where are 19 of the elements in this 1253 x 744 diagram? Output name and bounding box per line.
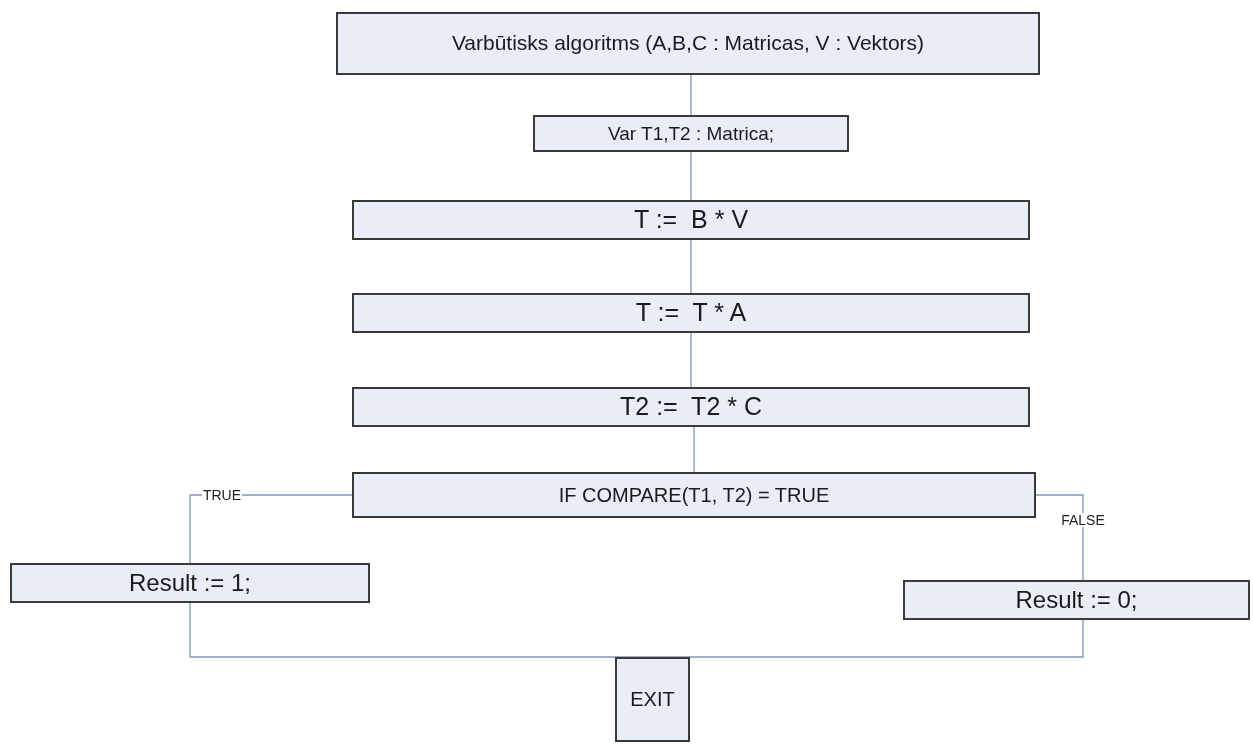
process-box: EXIT	[615, 657, 690, 742]
connector-line	[690, 151, 692, 201]
process-box: IF COMPARE(T1, T2) = TRUE	[352, 472, 1036, 518]
connector-line	[651, 619, 1084, 658]
edge-label: TRUE	[201, 488, 243, 502]
connector-line	[690, 332, 692, 388]
edge-label: FALSE	[1060, 513, 1106, 527]
process-box: T := T * A	[352, 293, 1030, 333]
connector-line	[1035, 494, 1084, 581]
connector-line	[693, 426, 695, 473]
process-box: Result := 1;	[10, 563, 370, 603]
process-box: T2 := T2 * C	[352, 387, 1030, 427]
process-box: T := B * V	[352, 200, 1030, 240]
process-box: Result := 0;	[903, 580, 1250, 620]
process-box: Varbūtisks algoritms (A,B,C : Matricas, V : Vektors)	[336, 12, 1040, 75]
connector-line	[189, 602, 654, 658]
connector-line	[690, 74, 692, 116]
process-box: Var T1,T2 : Matrica;	[533, 115, 849, 152]
connector-line	[690, 239, 692, 294]
